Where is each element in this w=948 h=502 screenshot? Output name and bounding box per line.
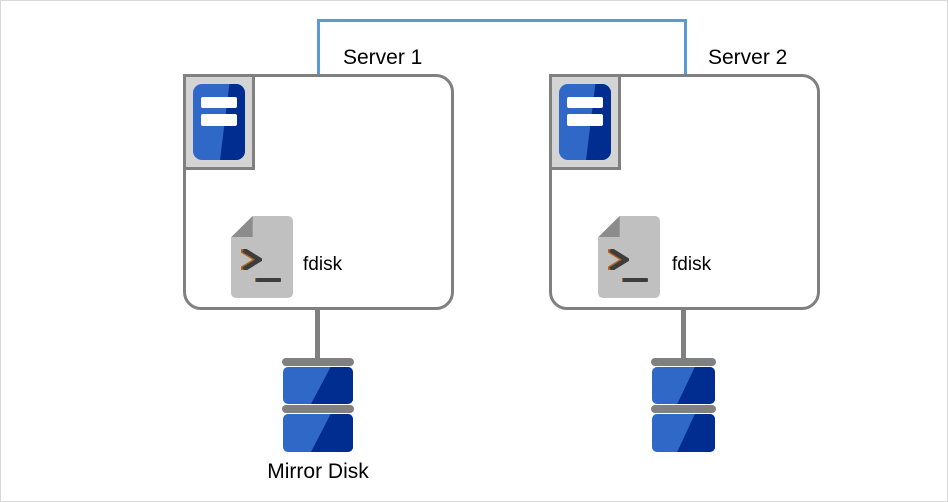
disk-bar-middle	[282, 405, 354, 413]
interconnect-top-segment	[317, 19, 687, 22]
disk-connector-server-1	[315, 309, 320, 361]
disk-platter-shading	[677, 414, 715, 452]
disk-platter-shading	[311, 414, 353, 452]
disk-platter-shading	[311, 367, 353, 404]
server-icon-bar-top	[567, 96, 603, 109]
server-2-enclosure[interactable]	[549, 74, 820, 310]
mirror-disk-label: Mirror Disk	[267, 460, 369, 483]
disk-platter-top	[652, 367, 715, 404]
disk-bar-top	[651, 358, 716, 366]
server-icon-body	[193, 84, 245, 160]
server-icon-bar-bottom	[201, 114, 237, 126]
document-fold-corner	[231, 216, 253, 238]
fdisk-icon-server-2[interactable]	[598, 216, 660, 298]
disk-platter-shading	[677, 367, 715, 404]
disk-platter-top	[283, 367, 353, 404]
mirror-disk-2[interactable]	[651, 358, 716, 452]
server-icon-bar-bottom	[567, 114, 603, 126]
server-icon-bar-top	[201, 96, 237, 109]
disk-bar-top	[282, 358, 354, 366]
interconnect-left-segment	[317, 19, 320, 76]
prompt-underscore	[622, 278, 648, 283]
prompt-chevron-icon	[607, 248, 629, 271]
fdisk-label-server-2: fdisk	[672, 254, 712, 275]
mirror-disk-1[interactable]	[282, 358, 354, 452]
disk-connector-server-2	[681, 309, 686, 361]
server-icon	[183, 74, 255, 170]
fdisk-icon-server-1[interactable]	[231, 216, 293, 298]
server-icon	[549, 74, 621, 170]
fdisk-label-server-1: fdisk	[303, 254, 343, 275]
server-2-label: Server 2	[708, 46, 788, 69]
disk-platter-bottom	[652, 414, 715, 452]
interconnect-right-segment	[684, 19, 687, 76]
disk-platter-bottom	[283, 414, 353, 452]
prompt-chevron-icon	[240, 248, 262, 271]
server-1-label: Server 1	[343, 46, 423, 69]
document-fold-corner	[598, 216, 620, 238]
prompt-underscore	[255, 278, 281, 283]
server-icon-body	[559, 84, 611, 160]
disk-bar-middle	[651, 405, 716, 413]
